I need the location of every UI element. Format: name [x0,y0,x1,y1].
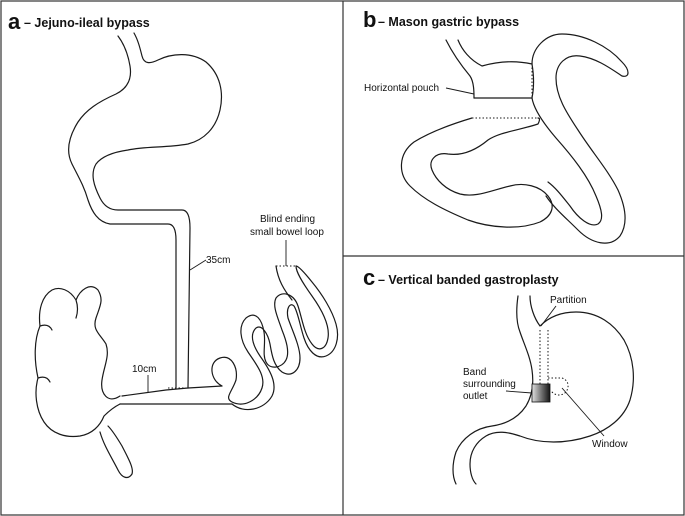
panel-c-letter: c [363,265,375,290]
panel-c-band-label-2: surrounding [463,379,516,390]
panel-b: b – Mason gastric bypass Horizontal pouc… [363,7,629,244]
panel-c-band-label-1: Band [463,367,486,378]
panel-b-jejunal-limb-outer [531,33,629,244]
panel-c: c – Vertical banded gastroplasty Partiti… [363,265,634,485]
panel-b-esophagus [445,39,533,99]
panel-a-coil-inner [231,265,339,411]
panel-c-title: – Vertical banded gastroplasty [378,273,559,287]
panel-c-stomach-inner [469,295,634,485]
panel-a-stomach-outer [68,35,177,389]
panel-c-window [547,377,569,396]
panel-a-ileum-top [121,385,223,397]
panel-b-letter: b [363,7,376,32]
panel-a-colon [34,286,121,438]
panel-b-distal-stomach [400,117,553,228]
panel-a-blind-loop-label-2: small bowel loop [250,227,324,238]
panel-a-appendix [99,425,133,479]
panel-a-stomach-inner [92,32,223,389]
panel-a-title: – Jejuno-ileal bypass [24,16,150,30]
panel-c-window-leader [561,387,605,437]
panel-c-band-leader [505,390,533,394]
panel-c-partition-leader [540,305,557,327]
panel-b-pouch-leader [445,87,475,95]
panel-c-band-label-3: outlet [463,391,488,402]
panel-b-pouch-label: Horizontal pouch [364,83,439,94]
panel-c-stomach-outer [452,295,534,485]
panel-b-title: – Mason gastric bypass [378,15,519,29]
panel-c-partition-label: Partition [550,295,587,306]
panel-a-35cm-label: 35cm [206,255,230,266]
panel-b-jejunal-limb-inner [531,97,603,226]
panel-a: a – Jejuno-ileal bypass Blind ending sma… [8,9,339,479]
panel-c-band [531,383,551,403]
panel-a-35cm-leader [189,259,207,271]
panel-a-coil-outer [211,265,329,405]
panel-c-window-label: Window [592,439,628,450]
panel-a-letter: a [8,9,21,34]
panel-a-colon-folds [37,299,79,383]
panel-a-blind-loop-label-1: Blind ending [260,214,315,225]
panel-b-pouch [473,63,535,99]
panel-a-10cm-label: 10cm [132,364,156,375]
panel-a-blind-loop-end [275,265,293,301]
